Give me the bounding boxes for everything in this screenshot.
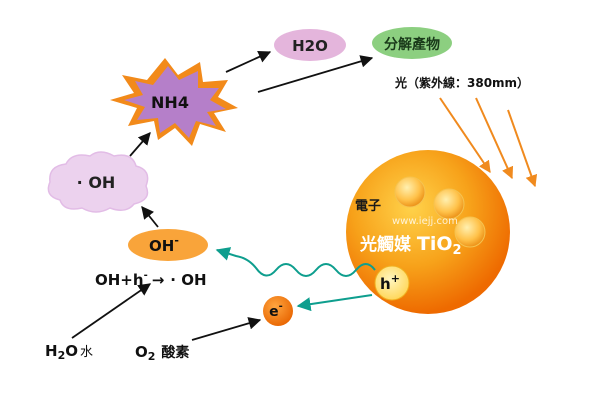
nh4-to-decomposition-arrow: [257, 55, 374, 93]
water-formula-o: O: [65, 342, 78, 360]
nh4-label: NH4: [151, 93, 189, 112]
electron-bubble: [263, 296, 293, 326]
light-ray-2: [475, 97, 514, 180]
hydroxide-ion-ellipse: [128, 229, 208, 261]
tio2-name-label: 光觸媒 TiO2: [359, 233, 462, 258]
hole-charge: +: [391, 272, 400, 285]
nh4-burst-inner: [124, 66, 226, 138]
light-ray-1: [439, 97, 491, 173]
reaction-rhs: · OH: [170, 271, 206, 289]
oxygen-word: 酸素: [161, 344, 189, 361]
decomposition-product-label: 分解產物: [384, 36, 440, 53]
hole-label: h+: [380, 272, 400, 293]
hydroxide-to-radical-arrow: [141, 206, 159, 228]
water-word: 水: [80, 345, 93, 360]
electron-bubble-2: [433, 188, 465, 220]
hydroxide-ion-label: OH-: [149, 234, 179, 255]
hole-transfer-wavy-arrow: [215, 247, 376, 277]
electron-label: e-: [269, 301, 283, 320]
h2o-product-label: H2O: [292, 37, 328, 55]
water-formula-h: H: [45, 342, 58, 360]
oxygen-formula-sub: 2: [148, 350, 156, 363]
electron-transfer-arrow: [296, 294, 373, 312]
electron-charge: -: [279, 301, 283, 312]
hydroxyl-radical-label: · OH: [77, 173, 116, 192]
hole-bubble: [374, 265, 410, 301]
reaction-lhs-charge: -: [144, 270, 148, 281]
decomposition-product-pill: [372, 27, 452, 59]
electron-bubble-3: [454, 216, 486, 248]
hole-base: h: [380, 275, 391, 293]
reaction-equation: OH+h-→ · OH: [95, 270, 207, 289]
oh-radical-to-nh4-arrow: [129, 132, 151, 157]
watermark: www.iejj.com: [392, 216, 458, 227]
reaction-arrow: →: [152, 271, 165, 289]
electron-caption: 電子: [355, 199, 381, 214]
hydroxide-ion-charge: -: [174, 234, 179, 247]
oxygen-to-electron-arrow: [191, 317, 262, 341]
oxygen-label: O2 酸素: [135, 343, 189, 363]
hydroxide-ion-base: OH: [149, 237, 174, 255]
nh4-to-h2o-arrow: [225, 50, 272, 73]
water-formula-sub: 2: [58, 349, 66, 362]
uv-light-label: 光（紫外線：380mm）: [394, 75, 529, 90]
tio2-subscript: 2: [453, 243, 462, 258]
electron-bubble-1: [394, 176, 426, 208]
oxygen-formula-o: O: [135, 343, 148, 361]
h2o-product-pill: [274, 29, 346, 61]
electron-base: e: [269, 304, 279, 320]
tio2-name-prefix: 光觸媒: [359, 234, 417, 255]
light-ray-3: [507, 109, 538, 188]
water-to-reaction-arrow: [71, 283, 152, 339]
hydroxyl-radical-cloud: [47, 151, 149, 213]
reaction-lhs: OH+h: [95, 271, 144, 289]
tio2-formula: TiO: [417, 233, 453, 255]
